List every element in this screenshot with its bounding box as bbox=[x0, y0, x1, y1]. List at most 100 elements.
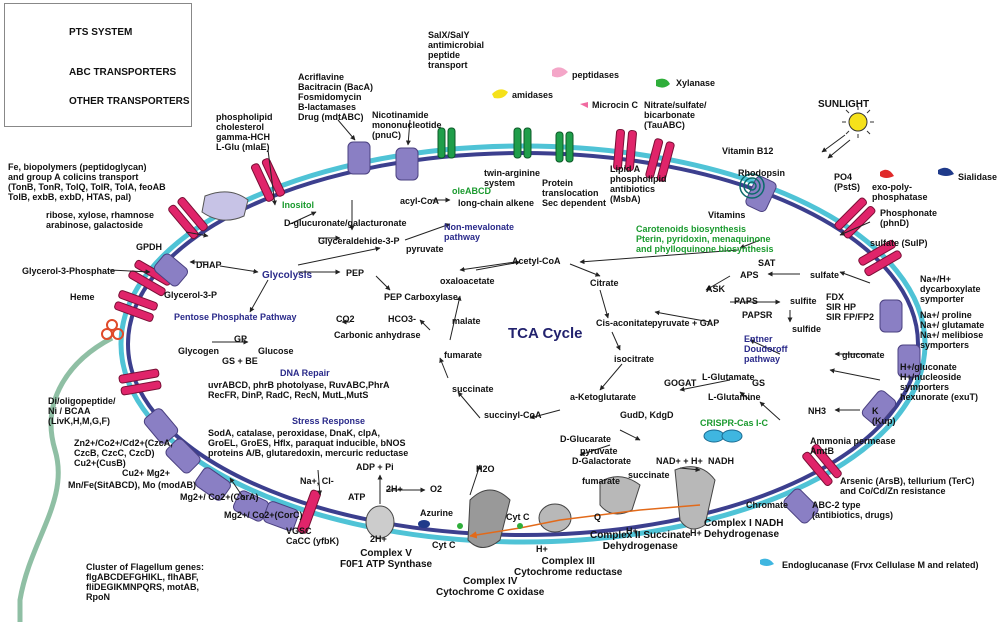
respiratory-complexes bbox=[365, 466, 716, 548]
label-crispr: CRISPR-Cas I-C bbox=[700, 418, 769, 428]
endoglucanase-icon bbox=[760, 558, 774, 566]
label-gpdh: GPDH bbox=[136, 242, 163, 252]
sialidase-icon bbox=[938, 167, 954, 176]
heme-icon bbox=[101, 319, 124, 340]
label-dna-repair-genes: uvrABCD, phrB photolyase, RuvABC,PhrA Re… bbox=[208, 380, 390, 400]
electron-transport-path bbox=[469, 504, 701, 539]
label-na-proline: Na+/ proline Na+/ glutamate Na+/ melibio… bbox=[920, 310, 985, 350]
label-pep: PEP bbox=[346, 268, 365, 278]
label-zn-transport: Zn2+/Co2+/Cd2+(CzcA, CzcB, CzcC, CzcD) C… bbox=[74, 438, 173, 468]
exo-polyphosphatase-icon bbox=[880, 169, 894, 178]
label-microcin: Microcin C bbox=[592, 100, 639, 110]
label-sulfate-sulp: sulfate (SulP) bbox=[870, 238, 928, 248]
label-citrate: Citrate bbox=[590, 278, 619, 288]
label-papsr: PAPSR bbox=[742, 310, 773, 320]
legend-abc: ABC TRANSPORTERS bbox=[69, 67, 177, 78]
label-complex-iv: Complex IV Cytochrome C oxidase bbox=[436, 576, 545, 598]
label-glyceraldehyde: Glyceraldehide-3-P bbox=[318, 236, 400, 246]
label-sulfide: sulfide bbox=[792, 324, 822, 334]
legend-other: OTHER TRANSPORTERS bbox=[69, 96, 190, 107]
label-carotenoids: Carotenoids biosynthesis Pterin, pyridox… bbox=[636, 224, 774, 254]
flagellum bbox=[17, 335, 114, 622]
label-gogat: GOGAT bbox=[664, 378, 697, 388]
label-pep-carboxylase: PEP Carboxylase bbox=[384, 292, 458, 302]
label-vitamin-b12: Vitamin B12 bbox=[722, 146, 774, 156]
label-d-galactorate: D-Galactorate bbox=[572, 456, 632, 466]
label-glycerol-3-phosphate: Glycerol-3-Phosphate bbox=[22, 266, 116, 276]
label-adp-pi: ADP + Pi bbox=[356, 462, 394, 472]
metabolic-arrows bbox=[109, 119, 881, 504]
label-amidases: amidases bbox=[512, 90, 554, 100]
label-paps: PAPS bbox=[734, 296, 758, 306]
label-cyt-c-2: Cyt C bbox=[506, 512, 530, 522]
label-acyl-coa: acyl-CoA bbox=[400, 196, 440, 206]
label-pentose-phosphate: Pentose Phosphate Pathway bbox=[174, 312, 297, 322]
label-phosphonate: Phosphonate (phnD) bbox=[880, 208, 938, 228]
label-o2: O2 bbox=[430, 484, 443, 494]
label-l-glutamine: L-Glutamine bbox=[708, 392, 761, 402]
label-nicotinamide: Nicotinamide mononucleotide (pnuC) bbox=[372, 110, 442, 140]
label-endoglucanase: Endoglucanase (Frvx Cellulase M and rela… bbox=[782, 560, 979, 570]
peptidase-icon bbox=[552, 67, 568, 78]
label-ribose: ribose, xylose, rhamnose arabinose, gala… bbox=[46, 210, 155, 230]
label-acriflavine: Acriflavine Bacitracin (BacA) Fosmidomyc… bbox=[298, 72, 374, 122]
label-stress-genes: SodA, catalase, peroxidase, DnaK, clpA, … bbox=[208, 428, 409, 458]
label-cis-aconitate: Cis-aconitate bbox=[596, 318, 653, 328]
label-ask: ASK bbox=[706, 284, 726, 294]
label-fumarate-tca: fumarate bbox=[444, 350, 483, 360]
label-hco3: HCO3- bbox=[388, 314, 417, 324]
label-dioligopeptide: Di/oligopeptide/ Ni / BCAA (LivK,H,M,G,F… bbox=[48, 396, 116, 426]
label-gs: GS bbox=[752, 378, 766, 388]
label-complex-iii: Complex III Cytochrome reductase bbox=[514, 556, 623, 578]
label-oleabcd: oleABCD bbox=[452, 186, 492, 196]
label-stress-response: Stress Response bbox=[292, 416, 366, 426]
label-oxaloacetate: oxaloacetate bbox=[440, 276, 495, 286]
label-po4: PO4 (PstS) bbox=[834, 172, 861, 192]
azurine-icon bbox=[418, 520, 430, 528]
label-salx: SalX/SalY antimicrobial peptide transpor… bbox=[428, 30, 485, 70]
label-h-plus-1: H+ bbox=[536, 544, 548, 554]
label-co2: CO2 bbox=[336, 314, 355, 324]
label-a-ketoglutarate: a-Ketoglutarate bbox=[570, 392, 637, 402]
label-sunlight: SUNLIGHT bbox=[818, 99, 870, 110]
crispr-icon bbox=[703, 429, 743, 443]
legend-pts: PTS SYSTEM bbox=[69, 27, 133, 38]
label-flagellum-genes: Cluster of Flagellum genes: flgABCDEFGHI… bbox=[86, 562, 205, 602]
channels bbox=[437, 127, 574, 163]
label-gp: GP bbox=[234, 334, 248, 344]
label-entner-doudoroff: Entner Doudoroff pathway bbox=[744, 334, 788, 364]
label-atp: ATP bbox=[348, 492, 366, 502]
label-dhap: DHAP bbox=[196, 260, 222, 270]
label-inositol: Inositol bbox=[282, 200, 314, 210]
cell-membrane-inner bbox=[126, 151, 920, 537]
label-carbonic-anhydrase: Carbonic anhydrase bbox=[334, 330, 421, 340]
sun-icon bbox=[842, 106, 874, 138]
label-sat: SAT bbox=[758, 258, 776, 268]
label-mg-co-cora: Mg2+/ Co2+(CorA) bbox=[180, 492, 259, 502]
label-malate: malate bbox=[452, 316, 481, 326]
label-2h-low: 2H+ bbox=[370, 534, 387, 544]
cell-membrane-outer bbox=[118, 143, 928, 545]
label-gs-be: GS + BE bbox=[222, 356, 258, 366]
label-gluconate: gluconate bbox=[842, 350, 885, 360]
label-complex-ii: Complex II Succinate Dehydrogenase bbox=[590, 530, 691, 552]
label-non-mevalonate: Non-mevalonate pathway bbox=[444, 222, 515, 242]
label-complex-v: Complex V F0F1 ATP Synthase bbox=[340, 548, 433, 570]
label-mn-fe: Mn/Fe(SitABCD), Mo (modAB) bbox=[68, 480, 196, 490]
label-ammonia-permease: Ammonia permease AmtB bbox=[810, 436, 896, 456]
label-long-chain-alkene: long-chain alkene bbox=[458, 198, 535, 208]
label-d-glucarate: D-Glucarate bbox=[560, 434, 612, 444]
xylanase-icon bbox=[656, 78, 670, 88]
label-vitamins: Vitamins bbox=[708, 210, 746, 220]
label-glycerol-3-p: Glycerol-3-P bbox=[164, 290, 218, 300]
label-twin-arginine: twin-arginine system bbox=[484, 168, 540, 188]
label-kup: K (Kup) bbox=[872, 406, 896, 426]
label-dycarboxylate: Na+/H+ dycarboxylate symporter bbox=[920, 274, 981, 304]
label-xylanase: Xylanase bbox=[676, 78, 716, 88]
label-lipid-a: Lipid A phospholipid antibiotics (MsbA) bbox=[610, 164, 667, 204]
label-chromate: Chromate bbox=[746, 500, 789, 510]
label-nitrate: Nitrate/sulfate/ bicarbonate (TauABC) bbox=[644, 100, 707, 130]
label-pyruvate-gap: pyruvate + GAP bbox=[652, 318, 720, 328]
